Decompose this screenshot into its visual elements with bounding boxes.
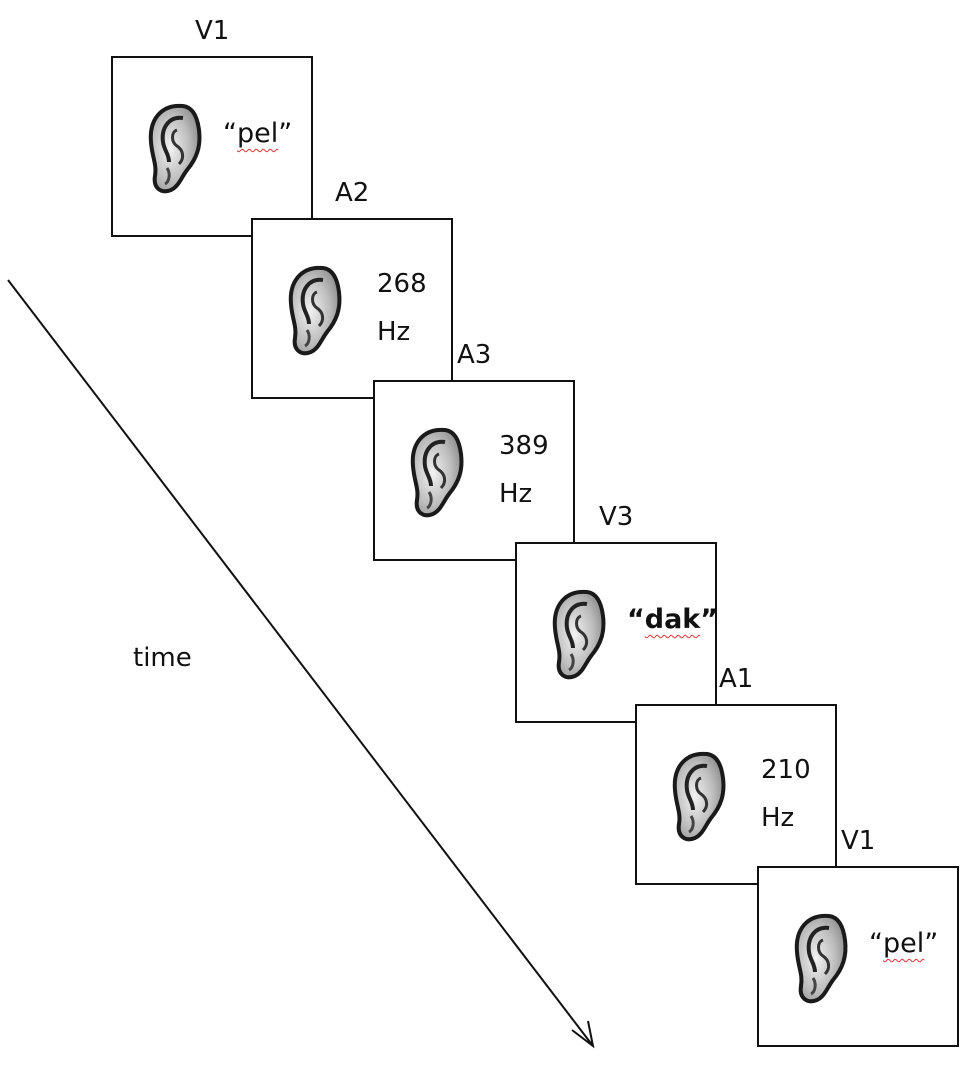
stimulus-word: “pel” xyxy=(869,928,939,959)
frame-label: A1 xyxy=(719,664,754,694)
frequency-value: 210 xyxy=(761,755,811,785)
frame-label: A3 xyxy=(457,340,492,370)
frequency-unit: Hz xyxy=(499,479,533,509)
frame-label: V1 xyxy=(841,826,876,856)
ear-icon xyxy=(148,103,202,194)
ear-icon xyxy=(288,265,342,356)
stimulus-frame: “dak” xyxy=(515,542,719,723)
frame-label: A2 xyxy=(335,178,370,208)
frequency-unit: Hz xyxy=(761,803,795,833)
ear-icon xyxy=(410,427,464,518)
stimulus-word: “dak” xyxy=(627,604,719,635)
frequency-value: 389 xyxy=(499,431,549,461)
frame-label: V3 xyxy=(599,502,634,532)
stimulus-word: “pel” xyxy=(223,118,293,149)
frequency-value: 268 xyxy=(377,269,427,299)
stimulus-frame: “pel” xyxy=(757,866,959,1047)
frame-label: V1 xyxy=(195,16,230,46)
ear-icon xyxy=(552,589,606,680)
stimulus-frame: “pel” xyxy=(111,56,313,237)
time-axis-label: time xyxy=(133,643,192,673)
ear-icon xyxy=(672,751,726,842)
frequency-unit: Hz xyxy=(377,317,411,347)
ear-icon xyxy=(794,913,848,1004)
